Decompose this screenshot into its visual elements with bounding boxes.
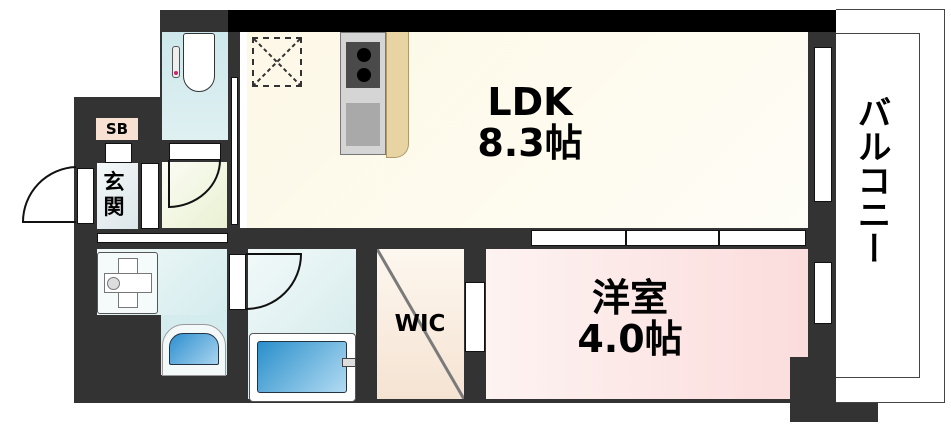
balcony-inner (836, 33, 920, 378)
toilet-remote-icon (172, 46, 180, 78)
ldk-label: LDK 8.3帖 (440, 80, 620, 166)
wic-diagonal-line (377, 249, 464, 399)
front-door[interactable] (77, 168, 94, 224)
room-western (486, 249, 808, 399)
ventilation-hatch-icon (252, 37, 302, 87)
shoe-box-label: SB (96, 118, 138, 140)
western-size: 4.0帖 (577, 317, 683, 362)
window-western[interactable] (814, 262, 832, 324)
entrance-label: 玄関 (103, 170, 125, 219)
wall-corner-inner (790, 357, 836, 407)
vanity-sink-icon (162, 324, 226, 376)
bathroom-door[interactable] (229, 254, 246, 310)
western-name: 洋室 (591, 276, 668, 320)
kitchen-unit (340, 32, 386, 155)
faucet-icon (342, 358, 356, 367)
western-label: 洋室 4.0帖 (540, 276, 720, 362)
shoe-box-door[interactable] (105, 143, 132, 163)
toilet-icon (183, 33, 215, 92)
entry-door-inner[interactable] (141, 163, 159, 229)
toilet-door[interactable] (169, 143, 221, 160)
stove-icon (346, 42, 380, 88)
sliding-door-divider (625, 230, 627, 246)
wic-door[interactable] (465, 282, 485, 352)
wall-top (228, 10, 836, 32)
entry-hall (162, 162, 227, 228)
bathroom-door-swing-icon (245, 253, 303, 310)
bathtub-icon (249, 333, 356, 402)
ldk-name: LDK (487, 80, 573, 124)
window-ldk[interactable] (814, 47, 832, 202)
sliding-door-divider (718, 230, 720, 246)
balcony-label: バルコニー (851, 95, 891, 265)
room-entrance (97, 163, 138, 229)
front-door-swing-icon (21, 166, 77, 223)
kitchen-counter (386, 32, 409, 158)
sliding-door-washroom[interactable] (97, 233, 228, 243)
wic-label: WIC (394, 311, 446, 337)
door-swing-icon (168, 160, 221, 209)
ldk-size: 8.3帖 (477, 121, 583, 166)
sink-icon (346, 103, 380, 146)
sliding-door-ldk-western[interactable] (531, 230, 806, 246)
washing-machine-pan-icon (97, 252, 158, 314)
sliding-door-ldk-left[interactable] (231, 77, 238, 225)
